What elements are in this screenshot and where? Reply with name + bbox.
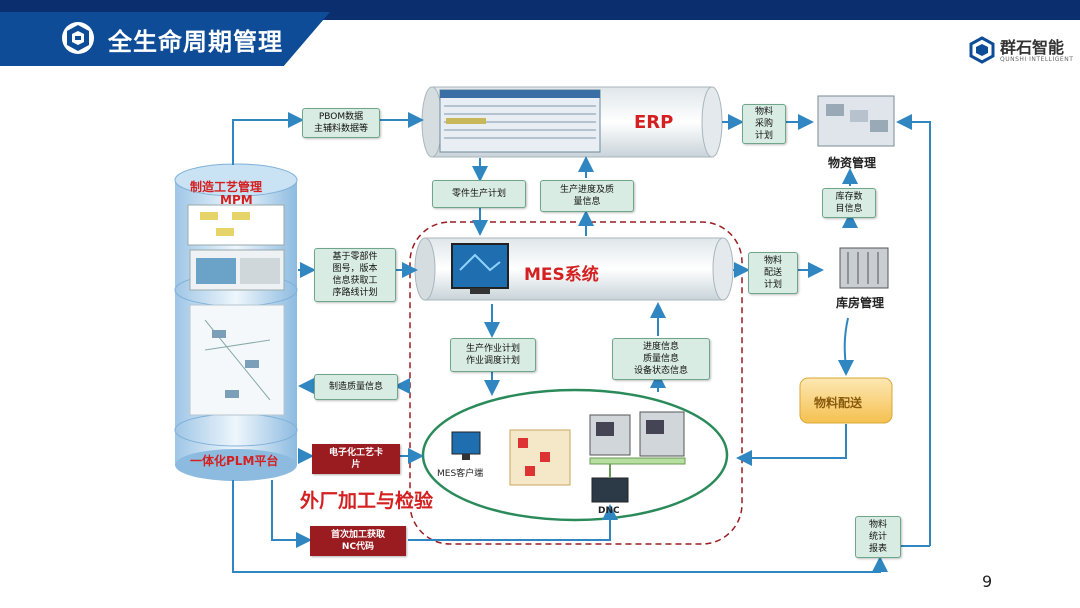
route-plan-note: 基于零部件 图号，版本 信息获取工 序路线计划 — [314, 248, 396, 302]
production-plan-note: 生产作业计划 作业调度计划 — [450, 338, 536, 372]
material-management-label: 物资管理 — [828, 156, 877, 170]
brand-name: 群石智能 — [1000, 38, 1065, 57]
distribution-plan-note: 物料 配送 计划 — [748, 252, 798, 294]
inventory-info-note: 库存数 目信息 — [822, 188, 876, 218]
mes-tube — [414, 237, 734, 301]
mpm-subtitle: MPM — [220, 193, 253, 207]
brand-logo: 群石智能 QUNSHI INTELLIGENT — [968, 34, 1078, 70]
pbom-note: PBOM数据 主辅料数据等 — [302, 108, 380, 138]
mes-boundary — [409, 221, 743, 545]
shop-floor-equipment — [451, 411, 686, 503]
mes-client-label: MES客户端 — [437, 469, 484, 479]
nc-code-box: 首次加工获取 NC代码 — [310, 526, 406, 556]
statistics-report-note: 物料 统计 报表 — [855, 516, 901, 558]
progress-quality-note: 生产进度及质 量信息 — [540, 180, 634, 212]
quality-info-note: 制造质量信息 — [314, 374, 398, 400]
material-distribution-box — [799, 377, 893, 424]
mes-label: MES系统 — [524, 265, 599, 285]
warehouse-icon — [839, 247, 889, 289]
purchase-plan-note: 物料 采购 计划 — [742, 104, 786, 144]
slide-header: 全生命周期管理 群石智能 QUNSHI INTELLIGENT — [0, 0, 1080, 70]
status-info-note: 进度信息 质量信息 设备状态信息 — [612, 338, 710, 380]
monitor-icon — [451, 243, 509, 289]
dnc-monitor-icon — [591, 477, 629, 503]
mpm-title: 制造工艺管理 — [190, 180, 263, 194]
network-bus — [589, 457, 686, 465]
brand-subtitle: QUNSHI INTELLIGENT — [1000, 56, 1074, 63]
page-title: 全生命周期管理 — [108, 28, 283, 56]
dnc-label: DNC — [598, 506, 620, 516]
plm-label: 一体化PLM平台 — [190, 454, 279, 468]
electronic-process-card-box: 电子化工艺卡 片 — [312, 444, 400, 474]
erp-tube — [421, 86, 723, 158]
page-number: 9 — [982, 572, 993, 591]
parts-plan-note: 零件生产计划 — [432, 180, 526, 208]
material-distribution-label: 物料配送 — [814, 396, 863, 410]
company-logo-icon — [62, 22, 94, 54]
warehouse-management-label: 库房管理 — [836, 296, 885, 310]
mpm-screenshot — [187, 204, 285, 246]
outsourcing-label: 外厂加工与检验 — [300, 490, 434, 512]
mes-client-monitor-icon — [451, 431, 481, 455]
erp-label: ERP — [634, 112, 674, 133]
material-management-icon — [817, 95, 895, 147]
plm-cylinder — [174, 163, 298, 481]
brand-logo-icon — [969, 36, 995, 64]
title-banner — [0, 12, 330, 66]
